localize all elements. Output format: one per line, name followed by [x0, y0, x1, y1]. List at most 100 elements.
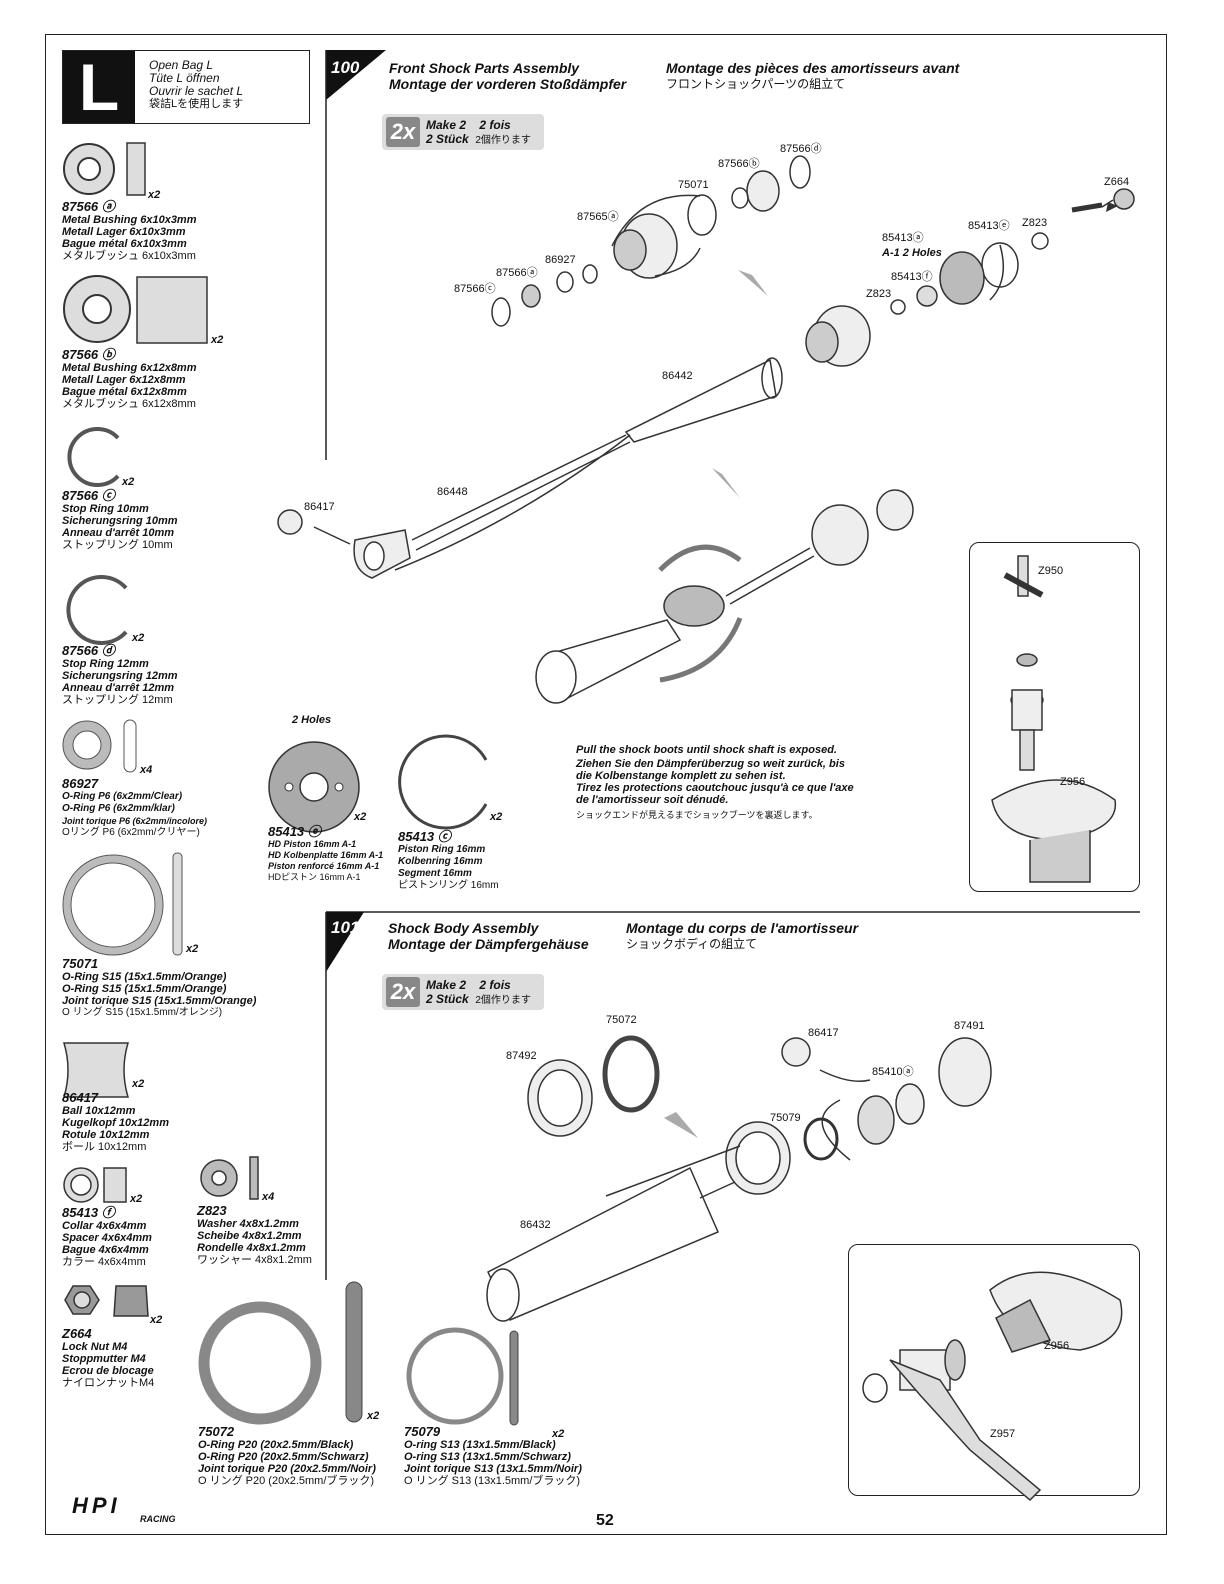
o-ring-s13-icon — [406, 1327, 519, 1426]
label-z664: Z664 — [1104, 176, 1130, 188]
stop-ring-c-part — [491, 297, 511, 327]
step-101-title: Shock Body Assembly Montage der Dämpferg… — [388, 920, 589, 952]
qty-z823: x4 — [262, 1191, 275, 1203]
label-87565a: 87565ⓐ — [577, 211, 619, 223]
ball-10x12-icon — [62, 1042, 130, 1098]
label-87566d: 87566ⓓ — [780, 143, 822, 155]
piston-holes-note: 2 Holes — [292, 714, 332, 726]
label-z823-b: Z823 — [866, 288, 892, 300]
qty-87566c: x2 — [122, 476, 135, 488]
page-number: 52 — [596, 1512, 614, 1529]
cap-87491-part — [938, 1037, 992, 1107]
step-101-make-badge: 2x Make 2 2 fois 2 Stück 2個作ります — [382, 974, 544, 1010]
label-86432: 86432 — [520, 1219, 551, 1231]
collar-4x6x4-icon — [63, 1167, 127, 1203]
label-z950: Z950 — [1038, 565, 1064, 577]
o-ring-p6-icon — [62, 719, 137, 773]
qty-85413f: x2 — [130, 1193, 143, 1205]
o-ring-s15-icon — [62, 852, 183, 956]
label-86927: 86927 — [545, 254, 576, 266]
part-87566d: 87566 ⓓ Stop Ring 12mm Sicherungsring 12… — [62, 643, 178, 706]
label-86417: 86417 — [304, 501, 335, 513]
bag-instructions: Open Bag L Tüte L öffnen Ouvrir le sache… — [149, 58, 244, 111]
label-86417-b: 86417 — [808, 1027, 839, 1039]
part-87566b: 87566 ⓑ Metal Bushing 6x12x8mm Metall La… — [62, 347, 197, 410]
o-ring-p20-icon — [198, 1281, 363, 1425]
o-ring-75071-part — [687, 194, 717, 236]
part-86417: 86417 Ball 10x12mm Kugelkopf 10x12mm Rot… — [62, 1090, 169, 1153]
step-100-make-badge: 2x Make 2 2 fois 2 Stück 2個作ります — [382, 114, 544, 150]
step-100-title-2: Montage des pièces des amortisseurs avan… — [666, 60, 960, 91]
shock-boot-86442 — [624, 358, 777, 443]
piston-ring-part — [981, 242, 1019, 288]
label-z823-a: Z823 — [1022, 217, 1048, 229]
piston-on-shaft — [663, 585, 725, 627]
ball-86417-part — [277, 509, 303, 535]
part-87566a: 87566 ⓐ Metal Bushing 6x10x3mm Metall La… — [62, 199, 197, 262]
part-75079: 75079 O-ring S13 (13x1.5mm/Black) O-ring… — [404, 1424, 582, 1487]
washer-4x8-icon — [200, 1156, 259, 1200]
stop-ring-10mm-icon — [67, 427, 120, 487]
part-85413e: 85413 ⓔ HD Piston 16mm A-1 HD Kolbenplat… — [268, 824, 384, 882]
part-87566c: 87566 ⓒ Stop Ring 10mm Sicherungsring 10… — [62, 488, 178, 551]
qty-z664: x2 — [150, 1314, 163, 1326]
tool-inset-z950 — [969, 542, 1140, 892]
label-a1-2holes: A-1 2 Holes — [882, 247, 942, 259]
tool-inset-z957 — [848, 1244, 1140, 1496]
qty-86417: x2 — [132, 1078, 145, 1090]
bushing-6x12x8-icon — [63, 275, 208, 344]
o-ring-75072-part — [602, 1035, 660, 1113]
label-z956-a: Z956 — [1060, 776, 1086, 788]
piston-mark: A1 — [308, 730, 320, 740]
label-87491: 87491 — [954, 1020, 985, 1032]
part-75072: 75072 O-Ring P20 (20x2.5mm/Black) O-Ring… — [198, 1424, 376, 1487]
piston-ring-icon — [398, 734, 488, 830]
label-87566a: 87566ⓐ — [496, 267, 538, 279]
label-87492: 87492 — [506, 1050, 537, 1062]
label-87566b: 87566ⓑ — [718, 158, 760, 170]
lock-nut-part — [1113, 188, 1135, 210]
stop-ring-d-part — [789, 155, 811, 189]
ball-86417-part-b — [781, 1037, 811, 1067]
label-85413e: 85413ⓔ — [968, 220, 1010, 232]
step-101-title-2: Montage du corps de l'amortisseur ショックボデ… — [626, 920, 859, 951]
lock-nut-m4-icon — [64, 1285, 149, 1317]
step-100-number: 100 — [331, 58, 360, 77]
o-ring-86927-part — [582, 264, 598, 284]
label-85410a: 85410ⓐ — [872, 1066, 914, 1078]
bushing-b-part — [746, 170, 780, 212]
label-85413a: 85413ⓐ — [882, 232, 924, 244]
step-100-title: Front Shock Parts Assembly Montage der v… — [389, 60, 627, 92]
page-frame — [45, 34, 1167, 1535]
label-z956-b: Z956 — [1044, 1340, 1070, 1352]
part-86927: 86927 O-Ring P6 (6x2mm/Clear) O-Ring P6 … — [62, 776, 208, 838]
o-ring-75079-part — [803, 1117, 839, 1161]
label-85413f: 85413ⓕ — [891, 271, 933, 283]
qty-75071: x2 — [186, 943, 199, 955]
label-75079: 75079 — [770, 1112, 801, 1124]
piston-part — [939, 251, 985, 305]
label-86442: 86442 — [662, 370, 693, 382]
cap-85410-part — [857, 1095, 895, 1145]
label-86448: 86448 — [437, 486, 468, 498]
qty-87566d: x2 — [132, 632, 145, 644]
bag-header: L Open Bag L Tüte L öffnen Ouvrir le sac… — [62, 50, 310, 124]
label-87566c: 87566ⓒ — [454, 283, 496, 295]
qty-75072: x2 — [367, 1410, 380, 1422]
part-85413f: 85413 ⓕ Collar 4x6x4mm Spacer 4x6x4mm Ba… — [62, 1205, 152, 1268]
step-101-number: 101 — [331, 918, 360, 937]
bag-letter: L — [63, 51, 135, 123]
qty-87566b: x2 — [211, 334, 224, 346]
part-85413c: 85413 ⓒ Piston Ring 16mm Kolbenring 16mm… — [398, 829, 499, 891]
qty-85413e: x2 — [354, 811, 367, 823]
part-z823: Z823 Washer 4x8x1.2mm Scheibe 4x8x1.2mm … — [197, 1203, 312, 1266]
label-75072: 75072 — [606, 1014, 637, 1026]
qty-75079: x2 — [552, 1428, 565, 1440]
qty-85413c: x2 — [490, 811, 503, 823]
stop-ring-12mm-icon — [66, 575, 128, 645]
